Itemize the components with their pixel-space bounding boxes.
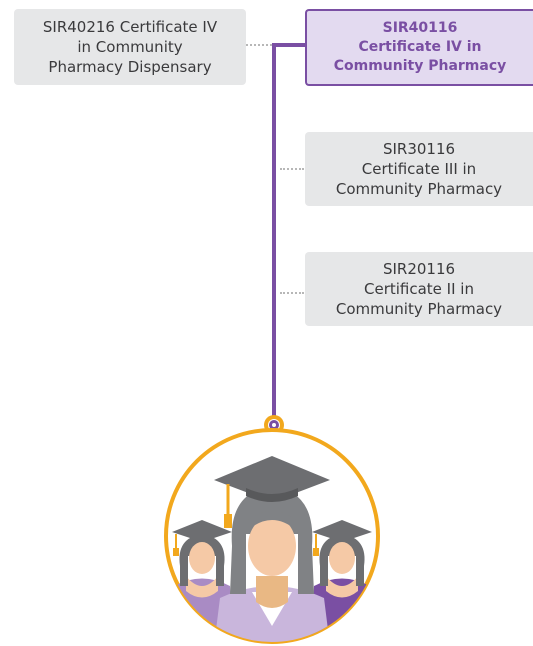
qualification-line: Certificate IV in — [358, 39, 482, 55]
graduates-icon — [164, 428, 380, 644]
qualification-line: Community Pharmacy — [335, 180, 503, 198]
qualification-line: SIR40216 Certificate IV — [42, 18, 218, 36]
connector-cert-iii — [280, 168, 304, 170]
connector-dispensary — [246, 44, 272, 46]
pathway-trunk-line — [272, 43, 276, 423]
qualification-line: Community Pharmacy — [333, 58, 507, 74]
connector-cert-ii — [280, 292, 304, 294]
qualification-line: Certificate II in — [364, 280, 474, 298]
qualification-code: SIR30116 — [382, 140, 456, 158]
qualification-line: Pharmacy Dispensary — [48, 58, 212, 76]
qualification-line: in Community — [77, 38, 183, 56]
qualification-line: Certificate III in — [361, 160, 477, 178]
qualification-box-cert-iii: SIR30116 Certificate III in Community Ph… — [305, 132, 533, 206]
qualification-code: SIR40116 — [382, 20, 458, 36]
qualification-box-cert-iv: SIR40116 Certificate IV in Community Pha… — [305, 9, 533, 86]
qualification-line: Community Pharmacy — [335, 300, 503, 318]
qualification-box-cert-ii: SIR20116 Certificate II in Community Pha… — [305, 252, 533, 326]
pathway-branch-line — [272, 43, 306, 47]
centre-graduate — [214, 456, 330, 642]
qualification-code: SIR20116 — [382, 260, 456, 278]
qualification-box-dispensary: SIR40216 Certificate IV in Community Pha… — [14, 9, 246, 85]
